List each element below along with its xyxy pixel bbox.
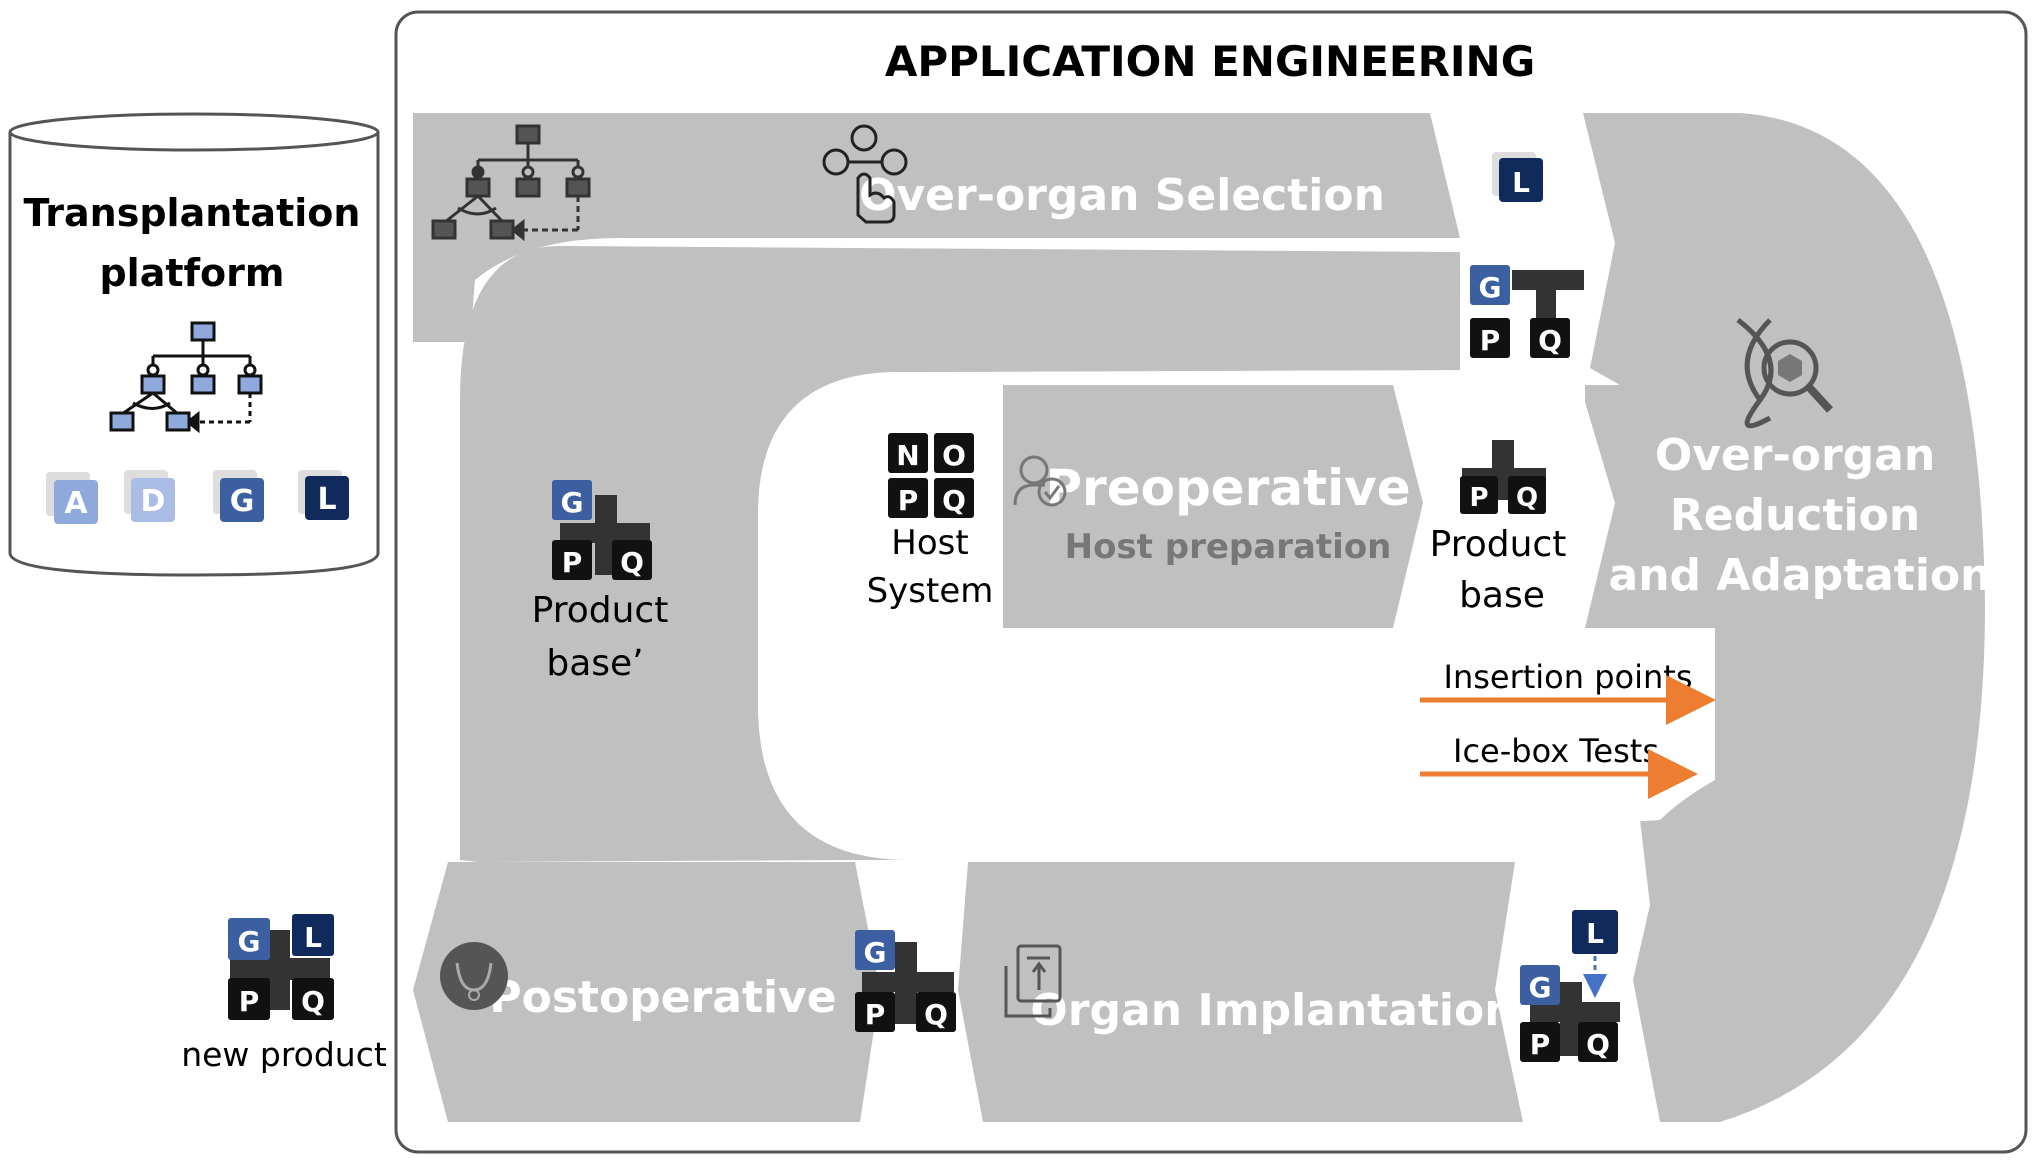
svg-text:O: O <box>942 439 966 472</box>
svg-text:G: G <box>1479 271 1502 304</box>
preoperative-label: Preoperative <box>1045 459 1410 517</box>
feature-tree-icon <box>431 124 591 242</box>
product-base-prime-label-1: Product <box>532 590 669 631</box>
person-check-icon <box>1013 455 1067 507</box>
platform-asset-d: D <box>124 470 175 522</box>
svg-text:P: P <box>1480 324 1501 357</box>
selection-lower-strip <box>560 252 1460 420</box>
svg-text:Q: Q <box>1586 1028 1610 1061</box>
product-base-blocks: P Q <box>1460 440 1546 514</box>
gpq-cluster-top: G P Q <box>1470 265 1584 358</box>
host-system-label-2: System <box>867 571 994 611</box>
svg-text:L: L <box>1512 166 1530 199</box>
svg-text:P: P <box>898 484 919 517</box>
svg-text:N: N <box>896 439 919 472</box>
selection-band <box>413 113 1460 342</box>
svg-text:P: P <box>239 985 260 1018</box>
icebox-tests-label: Ice-box Tests <box>1453 732 1659 770</box>
stethoscope-icon <box>440 942 508 1010</box>
platform-title-2: platform <box>99 251 284 295</box>
svg-text:G: G <box>1529 971 1552 1004</box>
svg-text:Q: Q <box>1516 483 1538 513</box>
gpq-l-cluster-bottom-right: L G P Q <box>1520 910 1620 1062</box>
implantation-label: Organ Implantation <box>1030 985 1515 1036</box>
reduction-label-2: Reduction <box>1670 490 1920 541</box>
postoperative-band <box>413 862 880 1122</box>
svg-text:L: L <box>304 921 322 954</box>
svg-text:P: P <box>562 546 583 579</box>
svg-text:D: D <box>141 484 166 519</box>
cylinder-database-icon <box>8 112 380 577</box>
platform-asset-g: G <box>213 470 264 522</box>
svg-text:G: G <box>238 925 261 958</box>
reduction-label-1: Over-organ <box>1655 430 1935 481</box>
frame-title: APPLICATION ENGINEERING <box>885 37 1535 86</box>
insertion-points-label: Insertion points <box>1444 658 1693 696</box>
platform-title-1: Transplantation <box>24 191 361 235</box>
svg-text:P: P <box>865 998 886 1031</box>
reduction-band <box>1580 113 1985 1122</box>
product-base-prime-blocks: G P Q <box>552 480 652 580</box>
host-system-label-1: Host <box>891 523 968 563</box>
product-base-label-2: base <box>1459 575 1545 616</box>
left-connector-band <box>460 246 1460 862</box>
host-system-blocks: N O P Q <box>888 433 974 518</box>
svg-text:Q: Q <box>1538 324 1562 357</box>
l-block-top: L <box>1492 152 1543 202</box>
svg-text:P: P <box>1469 483 1488 513</box>
svg-text:Q: Q <box>620 546 644 579</box>
preoperative-band-top <box>1003 385 1423 628</box>
svg-text:L: L <box>1586 917 1604 950</box>
postoperative-label: Postoperative <box>489 972 836 1023</box>
new-product-label: new product <box>181 1035 387 1074</box>
selection-label: Over-organ Selection <box>859 170 1385 221</box>
implantation-band <box>958 862 1523 1122</box>
gpq-cluster-bottom-mid: G P Q <box>855 930 956 1032</box>
svg-text:G: G <box>561 486 584 519</box>
click-network-icon <box>822 124 908 224</box>
svg-text:P: P <box>1530 1028 1551 1061</box>
svg-text:Q: Q <box>942 484 966 517</box>
platform-asset-l: L <box>298 470 349 520</box>
svg-text:A: A <box>64 486 88 521</box>
platform-asset-a: A <box>46 472 98 524</box>
product-base-label-1: Product <box>1430 524 1567 565</box>
new-product-blocks: G L P Q <box>228 914 334 1020</box>
product-base-prime-label-2: base’ <box>546 643 643 684</box>
preoperative-sublabel: Host preparation <box>1065 527 1392 567</box>
svg-text:L: L <box>317 482 336 517</box>
svg-text:G: G <box>864 936 887 969</box>
reduction-label-3: and Adaptation <box>1609 550 1992 601</box>
dna-search-icon <box>1736 318 1833 429</box>
document-transfer-icon <box>1004 944 1062 1018</box>
svg-text:G: G <box>230 484 255 519</box>
platform-feature-tree-icon <box>109 321 263 434</box>
svg-text:Q: Q <box>924 998 948 1031</box>
svg-text:Q: Q <box>301 985 325 1018</box>
